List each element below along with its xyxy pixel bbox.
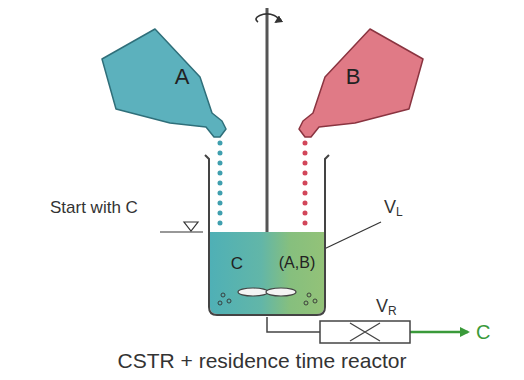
volume-label: V <box>376 297 388 315</box>
level-triangle <box>184 222 198 231</box>
node-outline <box>320 321 410 343</box>
rotation-arrow <box>256 14 278 22</box>
bottle-label: A <box>175 66 190 88</box>
bottle-body <box>102 29 226 137</box>
contents-label: (A,B) <box>279 255 315 271</box>
residence-time-reactor: VR <box>320 321 410 343</box>
static-mixer <box>350 323 380 341</box>
impeller-blade <box>266 288 296 296</box>
bubble <box>307 293 311 297</box>
bubble <box>221 293 225 297</box>
level-label: Start with C <box>50 199 138 216</box>
volume-label: V <box>384 198 396 216</box>
volume-subscript: R <box>388 305 397 317</box>
bubble <box>218 301 222 305</box>
beaker: C (A,B) <box>203 155 331 317</box>
drip-line <box>303 143 308 225</box>
product-label: C <box>476 322 490 342</box>
node-outline <box>203 155 331 317</box>
caption: CSTR + residence time reactor <box>118 350 407 371</box>
outlet-arrow <box>410 331 468 334</box>
leader-line <box>322 222 381 250</box>
impeller-blade <box>238 288 268 296</box>
bubble <box>304 301 308 305</box>
reactor-box <box>320 321 410 343</box>
bottle-body <box>299 29 423 137</box>
contents-label: C <box>231 255 243 272</box>
volume-subscript: L <box>396 206 403 218</box>
level-line <box>160 231 203 232</box>
liquid <box>210 232 324 314</box>
bottle-label: B <box>346 66 361 88</box>
node-outline <box>100 25 240 140</box>
beaker-wall <box>205 155 329 315</box>
bottle: B <box>285 25 425 140</box>
drip-line <box>218 143 223 225</box>
pipe <box>267 317 320 332</box>
bottle: A <box>100 25 240 140</box>
bubble <box>227 299 231 303</box>
bubble <box>313 299 317 303</box>
